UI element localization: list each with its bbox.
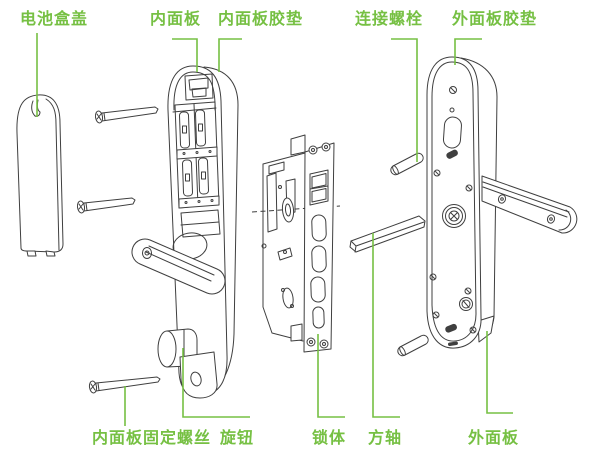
leader-lock-body bbox=[317, 334, 345, 418]
label-outer-panel: 外面板 bbox=[468, 430, 520, 447]
label-battery-cover: 电池盒盖 bbox=[20, 11, 89, 28]
square-shaft-part bbox=[349, 215, 426, 253]
inner-handle bbox=[131, 238, 226, 295]
leader-square-shaft bbox=[372, 233, 400, 418]
connecting-bolt-top bbox=[390, 152, 424, 176]
label-lock-body: 锁体 bbox=[312, 430, 347, 447]
label-inner-panel-screw: 内面板固定螺丝 bbox=[92, 430, 212, 447]
outer-panel-part bbox=[426, 56, 578, 349]
center-line bbox=[251, 205, 341, 213]
label-connecting-bolt: 连接螺栓 bbox=[355, 11, 424, 28]
leader-lines bbox=[36, 33, 513, 426]
outer-handle bbox=[481, 175, 578, 234]
battery-cover-part bbox=[16, 94, 64, 257]
label-square-shaft: 方轴 bbox=[368, 430, 403, 447]
leader-outer-panel bbox=[486, 331, 513, 414]
leader-inner-panel bbox=[172, 38, 198, 72]
label-knob: 旋钮 bbox=[220, 430, 255, 447]
lock-body-part bbox=[251, 134, 341, 353]
label-outer-panel-pad: 外面板胶垫 bbox=[452, 11, 538, 28]
connecting-bolt-bottom bbox=[397, 334, 429, 357]
label-inner-panel-pad: 内面板胶垫 bbox=[218, 11, 304, 28]
leader-connecting-bolt bbox=[391, 38, 418, 162]
leader-knob bbox=[182, 348, 250, 418]
fixing-screw-bottom bbox=[88, 376, 161, 394]
leader-outer-panel-pad bbox=[454, 38, 482, 65]
fixing-screw-top bbox=[94, 106, 159, 124]
label-inner-panel: 内面板 bbox=[150, 11, 202, 28]
inner-panel-part bbox=[131, 65, 239, 399]
leader-inner-panel-pad bbox=[218, 38, 242, 72]
fixing-screw-middle bbox=[76, 197, 136, 214]
spindle-hub bbox=[442, 204, 466, 228]
